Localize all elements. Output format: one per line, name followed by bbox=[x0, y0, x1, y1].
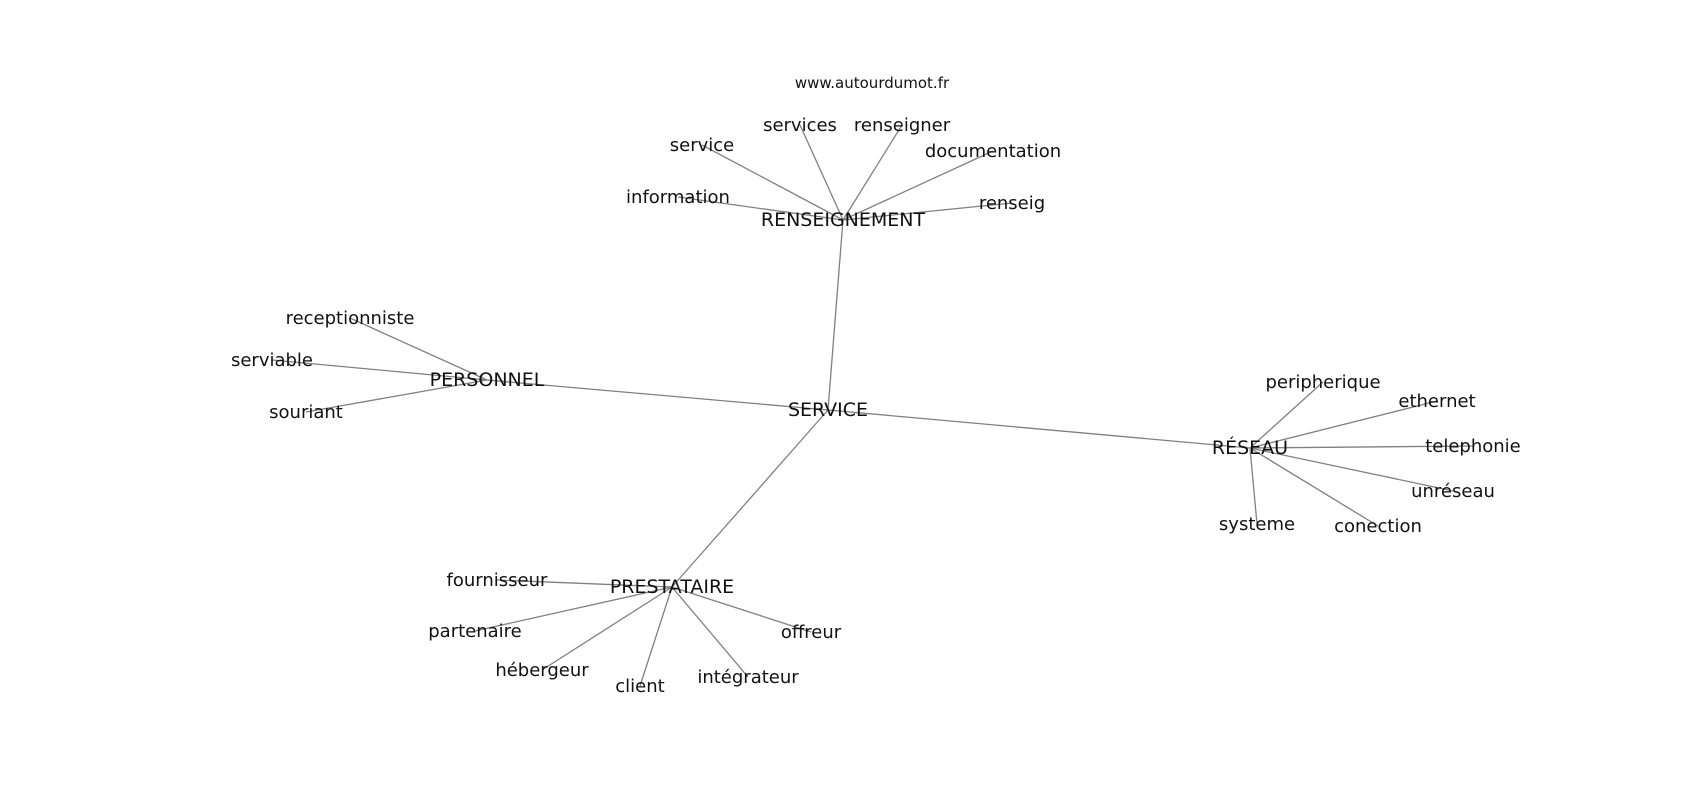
edge-root-to-category bbox=[827, 219, 844, 411]
edge-category-to-word bbox=[671, 586, 812, 633]
category-node: RENSEIGNEMENT bbox=[761, 209, 926, 231]
word-node: intégrateur bbox=[697, 667, 799, 688]
edge-category-to-word bbox=[1249, 400, 1438, 449]
word-node: services bbox=[763, 115, 837, 136]
word-node: hébergeur bbox=[495, 660, 589, 681]
edge-category-to-word bbox=[1249, 381, 1324, 449]
edge-category-to-word bbox=[474, 586, 673, 632]
edge-category-to-word bbox=[541, 586, 673, 671]
word-node: telephonie bbox=[1425, 436, 1521, 457]
word-node: renseigner bbox=[854, 115, 951, 136]
word-node: information bbox=[626, 187, 730, 208]
edge-category-to-word bbox=[1249, 445, 1474, 449]
word-node: documentation bbox=[925, 141, 1061, 162]
word-node: serviable bbox=[231, 350, 313, 371]
word-node: fournisseur bbox=[447, 570, 548, 591]
word-node: client bbox=[615, 676, 664, 697]
edge-category-to-word bbox=[842, 202, 1013, 221]
word-node: renseig bbox=[979, 193, 1045, 214]
edge-category-to-word bbox=[842, 124, 903, 221]
category-node: PRESTATAIRE bbox=[610, 576, 734, 598]
source-credit: www.autourdumot.fr bbox=[795, 74, 950, 92]
edge-category-to-word bbox=[271, 359, 488, 381]
word-node: unréseau bbox=[1411, 481, 1495, 502]
edge-category-to-word bbox=[799, 124, 844, 221]
word-node: peripherique bbox=[1265, 372, 1380, 393]
word-node: systeme bbox=[1219, 514, 1295, 535]
word-node: service bbox=[670, 135, 734, 156]
edges-layer bbox=[271, 124, 1474, 687]
root-node: SERVICE bbox=[788, 399, 868, 421]
edge-root-to-category bbox=[486, 379, 829, 411]
edge-category-to-word bbox=[496, 579, 673, 588]
category-node: RÉSEAU bbox=[1212, 436, 1288, 459]
word-node: partenaire bbox=[428, 621, 522, 642]
edge-category-to-word bbox=[1249, 447, 1258, 525]
edge-category-to-word bbox=[349, 317, 488, 381]
word-node: offreur bbox=[781, 622, 842, 643]
edge-category-to-word bbox=[639, 586, 673, 687]
labels-layer: www.autourdumot.fr SERVICE RENSEIGNEMENT s… bbox=[231, 74, 1521, 697]
edge-root-to-category bbox=[671, 409, 829, 588]
word-node: ethernet bbox=[1398, 391, 1475, 412]
edge-root-to-category bbox=[827, 409, 1251, 449]
word-node: conection bbox=[1334, 516, 1422, 537]
edge-category-to-word bbox=[1249, 447, 1454, 492]
word-node: receptionniste bbox=[286, 308, 415, 329]
edge-category-to-word bbox=[305, 379, 488, 413]
category-node: PERSONNEL bbox=[430, 369, 545, 391]
edge-category-to-word bbox=[671, 586, 749, 678]
edge-category-to-word bbox=[1249, 447, 1379, 527]
edge-category-to-word bbox=[701, 144, 844, 221]
word-node: souriant bbox=[269, 402, 343, 423]
edge-category-to-word bbox=[842, 150, 994, 221]
edge-category-to-word bbox=[677, 196, 844, 221]
